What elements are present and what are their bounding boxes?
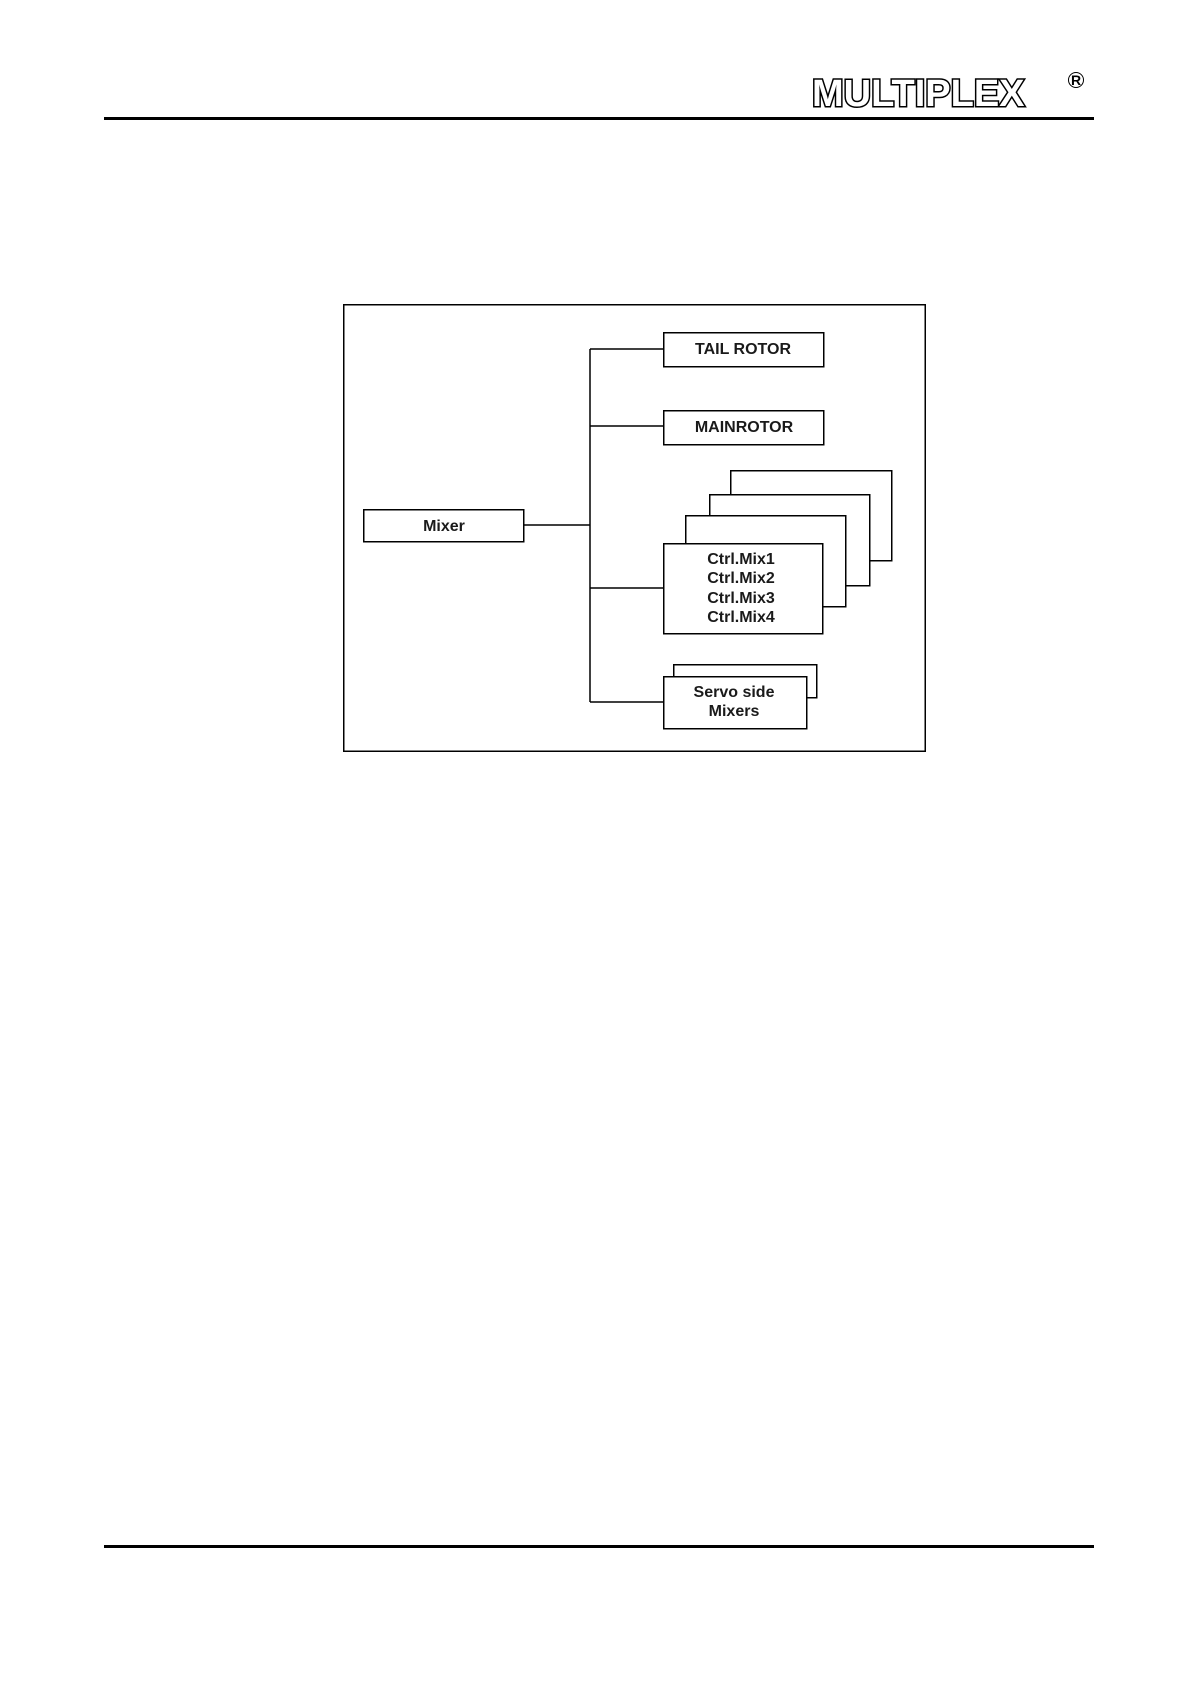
ctrl-mix-line-2: Ctrl.Mix2 bbox=[707, 570, 775, 587]
box-mainrotor-label: MAINROTOR bbox=[695, 419, 794, 436]
box-mainrotor: MAINROTOR bbox=[664, 411, 824, 445]
servo-side-line-1: Servo side bbox=[694, 684, 775, 701]
brand-logo: MULTIPLEX R bbox=[812, 74, 1082, 114]
servo-side-stack: Servo side Mixers bbox=[664, 665, 817, 729]
box-mixer-label: Mixer bbox=[423, 518, 465, 535]
registered-mark-icon: R bbox=[1068, 72, 1084, 88]
ctrl-mix-line-3: Ctrl.Mix3 bbox=[707, 590, 775, 607]
ctrl-mix-line-4: Ctrl.Mix4 bbox=[707, 609, 775, 626]
footer-rule bbox=[104, 1545, 1094, 1548]
box-tail-rotor: TAIL ROTOR bbox=[664, 333, 824, 367]
box-tail-rotor-label: TAIL ROTOR bbox=[695, 341, 791, 358]
mixer-diagram-svg: Mixer TAIL ROTOR MAINROTOR Ctrl.Mix1 Ctr… bbox=[343, 304, 926, 752]
mixer-diagram: Mixer TAIL ROTOR MAINROTOR Ctrl.Mix1 Ctr… bbox=[343, 304, 926, 752]
ctrl-mix-line-1: Ctrl.Mix1 bbox=[707, 551, 775, 568]
brand-logo-text: MULTIPLEX bbox=[812, 74, 1025, 114]
servo-side-line-2: Mixers bbox=[709, 703, 760, 720]
box-mixer: Mixer bbox=[364, 510, 524, 542]
header-rule bbox=[104, 117, 1094, 120]
